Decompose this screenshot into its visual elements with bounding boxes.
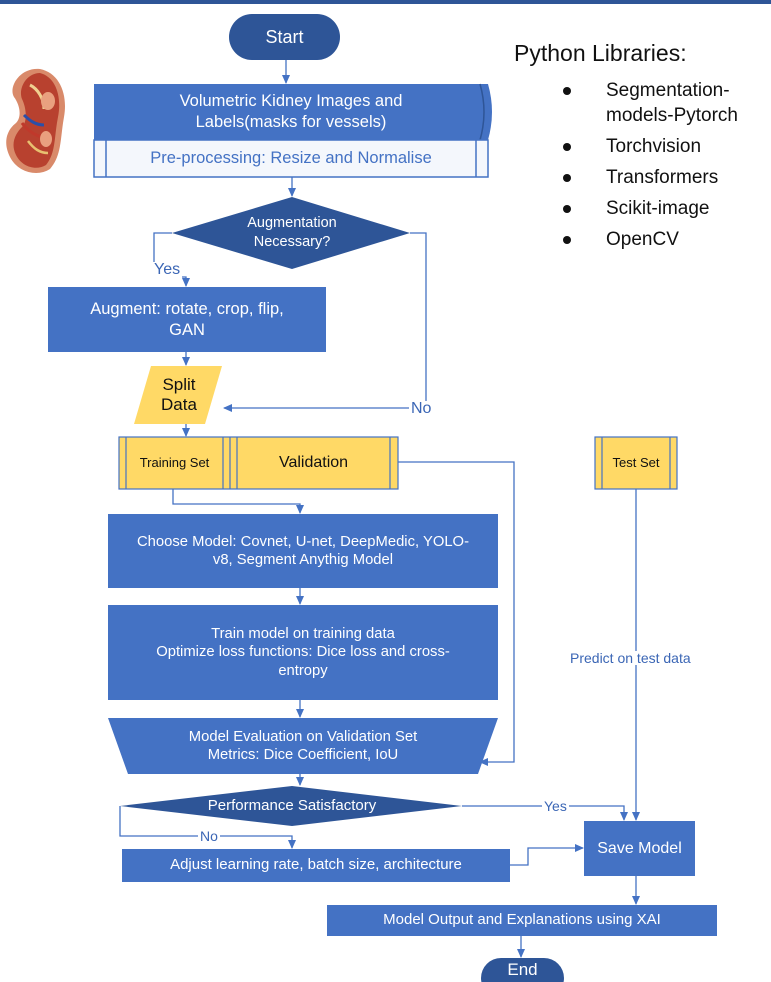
training-set-label: Training Set <box>139 454 210 470</box>
evaluation-shape <box>108 718 498 774</box>
validation-label: Validation <box>278 454 349 471</box>
start-label: Start <box>265 26 304 47</box>
split-line-1: Split <box>162 375 196 395</box>
edge-label-yes-augment: Yes <box>152 261 183 278</box>
library-item-line-2: models-Pytorch <box>606 105 738 126</box>
train-model-box <box>108 605 498 700</box>
training-validation-box <box>118 436 399 490</box>
choose-model-label: Choose Model: Covnet, U-net, DeepMedic, … <box>108 514 498 588</box>
train-model-label: Train model on training data Optimize lo… <box>108 605 498 700</box>
input-data-label: Volumetric Kidney Images and Labels(mask… <box>110 88 472 136</box>
split-data-label: Split Data <box>145 368 213 422</box>
output-box <box>327 905 717 936</box>
train-line-2: Optimize loss functions: Dice loss and c… <box>156 644 450 661</box>
edge-label-predict: Predict on test data <box>568 650 693 666</box>
choose-model-line-1: Choose Model: Covnet, U-net, DeepMedic, … <box>137 533 469 550</box>
arrow-adjust-save <box>510 844 584 866</box>
arrow-training-choose <box>172 489 304 514</box>
eval-line-1: Model Evaluation on Validation Set <box>188 728 418 745</box>
libraries-list: Segmentation- models-Pytorch Torchvision… <box>560 78 771 258</box>
aug-decision-line-1: Augmentation <box>247 215 337 232</box>
preprocess-label: Pre-processing: Resize and Normalise <box>150 149 432 168</box>
augment-line-1: Augment: rotate, crop, flip, <box>90 299 284 318</box>
end-label: End <box>507 960 538 980</box>
augment-line-2: GAN <box>169 320 205 339</box>
input-line-1: Volumetric Kidney Images and <box>179 92 403 111</box>
library-item-line-1: Segmentation- <box>606 80 730 101</box>
edge-label-no-performance: No <box>198 828 220 844</box>
train-line-1: Train model on training data <box>211 625 395 642</box>
augment-label: Augment: rotate, crop, flip, GAN <box>48 287 326 352</box>
choose-model-box <box>108 514 498 588</box>
edge-label-no-augment: No <box>409 400 434 417</box>
end-terminal <box>481 958 564 982</box>
arrow-no-split <box>223 232 427 412</box>
adjust-label: Adjust learning rate, batch size, archit… <box>170 856 462 874</box>
choose-model-line-2: v8, Segment Anythig Model <box>212 552 394 568</box>
library-item: Transformers <box>560 165 771 190</box>
arrow-yes-augment <box>153 232 190 287</box>
performance-decision <box>120 786 462 826</box>
adjust-box <box>122 849 510 882</box>
input-data-shape <box>94 84 492 140</box>
output-label: Model Output and Explanations using XAI <box>383 911 661 929</box>
save-model-label: Save Model <box>597 839 682 857</box>
input-data-edge <box>479 83 485 141</box>
kidney-illustration <box>6 68 66 173</box>
augmentation-decision <box>172 197 410 269</box>
library-item: Scikit-image <box>560 196 771 221</box>
arrow-yes-save <box>462 805 628 821</box>
save-model-box <box>584 821 695 876</box>
top-border <box>0 0 771 4</box>
edge-label-yes-performance: Yes <box>542 798 569 814</box>
libraries-title: Python Libraries: <box>514 40 687 66</box>
evaluation-label: Model Evaluation on Validation Set Metri… <box>128 718 478 774</box>
augmentation-decision-label: Augmentation Necessary? <box>200 209 384 257</box>
start-terminal <box>229 14 340 60</box>
arrow-validation-eval <box>398 461 515 766</box>
library-item: OpenCV <box>560 227 771 252</box>
library-item: Segmentation- models-Pytorch <box>560 78 771 128</box>
test-set-label: Test Set <box>612 454 660 470</box>
aug-decision-line-2: Necessary? <box>253 234 331 250</box>
split-data-shape <box>134 366 222 424</box>
train-line-3: entropy <box>278 662 328 679</box>
split-line-2: Data <box>161 395 197 414</box>
augment-box <box>48 287 326 352</box>
eval-line-2: Metrics: Dice Coefficient, IoU <box>207 747 399 763</box>
performance-label: Performance Satisfactory <box>207 796 377 814</box>
library-item: Torchvision <box>560 134 771 159</box>
input-line-2: Labels(masks for vessels) <box>195 113 387 131</box>
preprocess-box <box>93 139 489 178</box>
